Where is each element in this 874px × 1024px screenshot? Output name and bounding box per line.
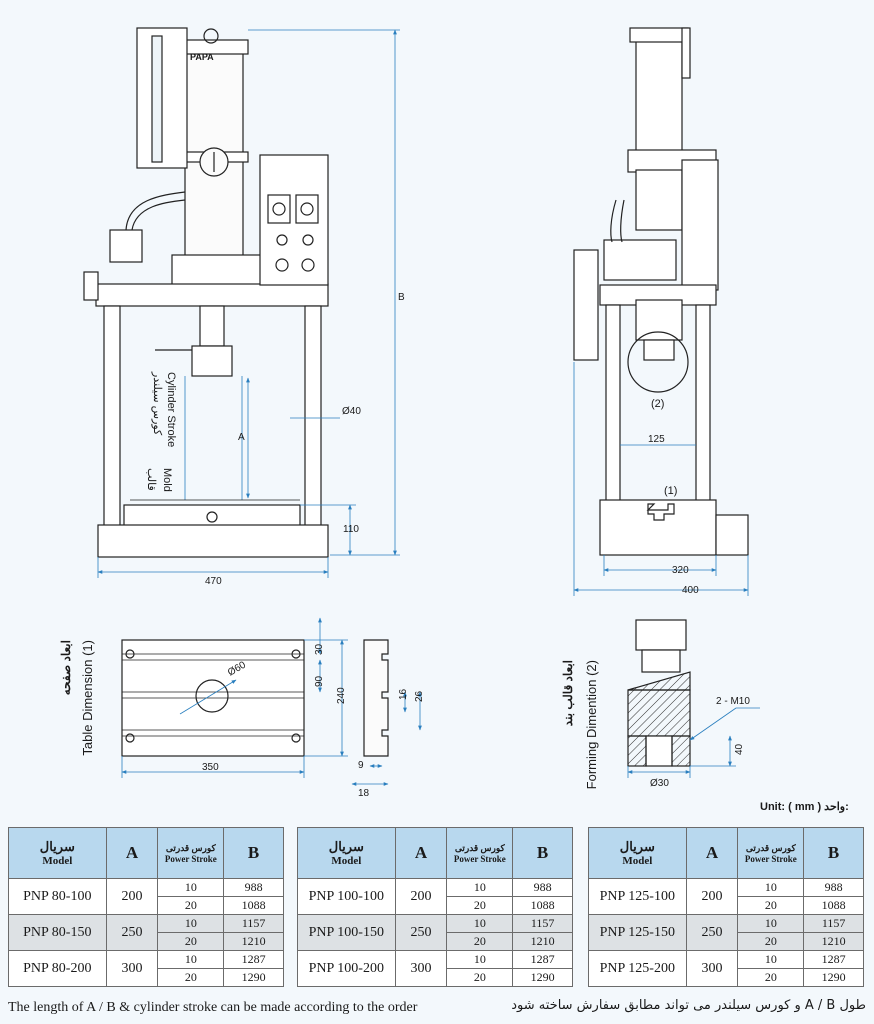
- marker-1-side: (1): [664, 485, 677, 497]
- dim-30: 30: [314, 643, 325, 655]
- table-dimension-title-fa: ابعاد صفحه: [59, 640, 73, 695]
- dim-18: 18: [358, 788, 370, 799]
- dim-40: 40: [734, 743, 745, 755]
- b-header: B: [803, 827, 864, 879]
- forming-dimension-view: [627, 619, 691, 767]
- marker-2-side: (2): [651, 398, 664, 410]
- a-header: A: [394, 827, 448, 879]
- forming-dimension-title-en: Forming Dimention (2): [584, 660, 599, 789]
- dim-9: 9: [358, 760, 364, 771]
- dim-470: 470: [205, 576, 222, 587]
- dim-240: 240: [336, 687, 347, 704]
- dim-16: 16: [398, 688, 409, 700]
- forming-dimension-dims: [627, 707, 760, 778]
- dim-m10: 2 - M10: [716, 696, 750, 707]
- dim-110: 110: [343, 524, 359, 535]
- dim-90: 90: [314, 675, 325, 687]
- technical-drawing: B A Ø40 110 470 کورس سیلندر Cylinder Str…: [59, 27, 760, 799]
- dim-a: A: [238, 432, 245, 443]
- front-view: [83, 27, 329, 558]
- table-dimension-title-en: Table Dimension (1): [80, 640, 95, 756]
- table-dimension-dims: [121, 617, 422, 786]
- dim-d30: Ø30: [650, 778, 669, 789]
- a-header: A: [105, 827, 159, 879]
- mold-label-en: Mold: [161, 468, 173, 492]
- dim-125: 125: [648, 434, 665, 445]
- mold-label-fa: قالب: [145, 468, 157, 491]
- cylinder-stroke-label-fa: کورس سیلندر: [151, 371, 163, 436]
- dim-b: B: [398, 292, 405, 303]
- dim-26: 26: [414, 690, 425, 702]
- side-view: [573, 27, 749, 556]
- forming-dimension-title-fa: ابعاد قالب بند: [561, 660, 575, 726]
- front-view-dimensions: [97, 29, 400, 578]
- table-dimension-view: [121, 639, 389, 757]
- side-view-dimensions: [573, 362, 749, 596]
- dim-350: 350: [202, 762, 219, 773]
- dim-d40: Ø40: [342, 406, 361, 417]
- dim-400: 400: [682, 585, 699, 596]
- a-header: A: [685, 827, 739, 879]
- dim-320: 320: [672, 565, 689, 576]
- brand-logo: PAPA: [190, 52, 214, 62]
- cylinder-stroke-label-en: Cylinder Stroke: [165, 372, 177, 447]
- unit-label: Unit: ( mm ) واحد:: [760, 801, 849, 813]
- b-header: B: [223, 827, 284, 879]
- b-header: B: [512, 827, 573, 879]
- order-note-en: The length of A / B & cylinder stroke ca…: [8, 1000, 418, 1015]
- order-note-fa: طول A / B و کورس سیلندر می تواند مطابق س…: [511, 998, 866, 1013]
